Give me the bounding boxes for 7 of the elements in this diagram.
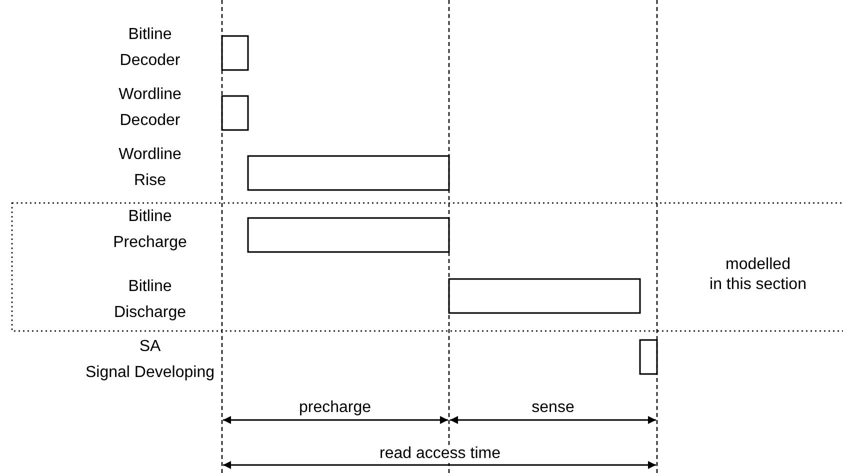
section-note: modelled in this section	[710, 255, 806, 295]
row-label: Wordline Decoder	[118, 85, 182, 131]
row-label: Bitline Precharge	[113, 207, 187, 253]
row-label: Bitline Discharge	[114, 277, 186, 323]
row-label: Wordline Rise	[118, 145, 182, 191]
row-label: SA Signal Developing	[86, 337, 214, 383]
row-label: Bitline Decoder	[120, 25, 180, 71]
